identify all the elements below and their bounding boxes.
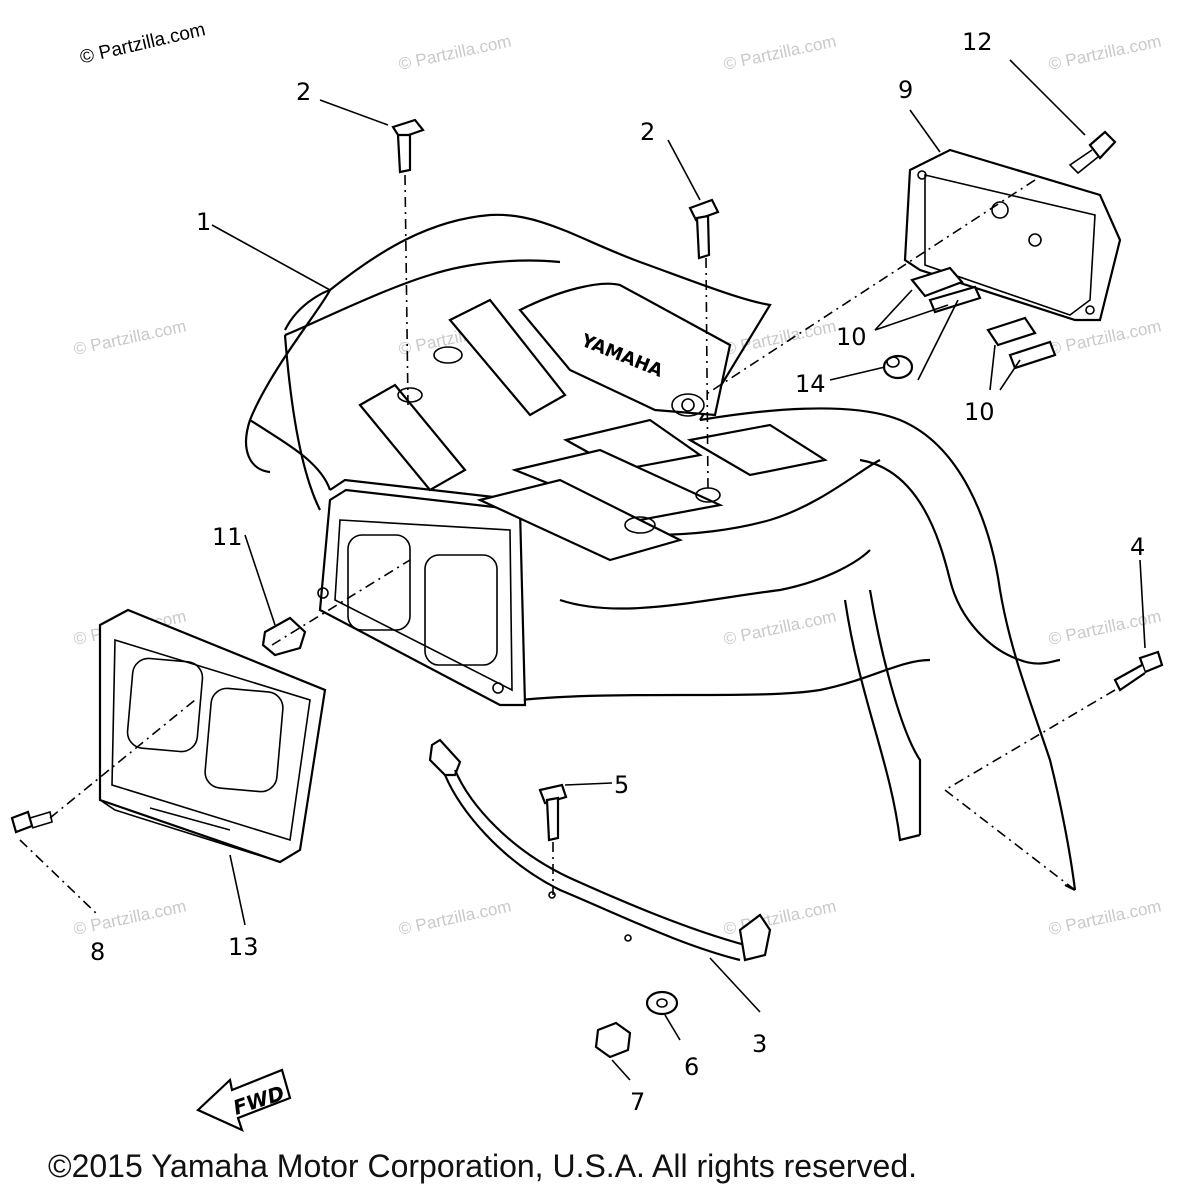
callout-11: 11 [212, 523, 243, 551]
collar-11 [261, 616, 307, 657]
callout-5: 5 [614, 771, 629, 799]
screw-8 [10, 810, 53, 834]
callout-13: 13 [228, 933, 259, 961]
fwd-arrow: FWD [196, 1068, 292, 1133]
watermark-faint: © Partzilla.com [1047, 317, 1163, 359]
pads [910, 266, 1057, 370]
watermark-faint: © Partzilla.com [1047, 897, 1163, 939]
callout-9: 9 [898, 76, 913, 104]
callout-2-right: 2 [640, 118, 655, 146]
grommet [882, 354, 914, 380]
watermark-faint: © Partzilla.com [722, 32, 838, 74]
bolt-5 [538, 783, 568, 842]
callout-6: 6 [684, 1053, 699, 1081]
callout-numbers: 2 2 1 9 12 10 10 14 4 11 5 8 13 3 6 7 [90, 28, 1145, 1116]
watermark-faint: © Partzilla.com [397, 32, 513, 74]
watermark-faint: © Partzilla.com [72, 317, 188, 359]
watermark-faint: © Partzilla.com [722, 607, 838, 649]
headlight-bezel [98, 608, 327, 864]
stay-bracket [428, 738, 772, 962]
front-fender: YAMAHA [245, 213, 1077, 891]
screw-4 [1113, 650, 1164, 692]
callout-14: 14 [795, 370, 826, 398]
callout-2-left: 2 [296, 78, 311, 106]
callout-12: 12 [962, 28, 993, 56]
callout-4: 4 [1130, 533, 1145, 561]
watermark-faint: © Partzilla.com [722, 317, 838, 359]
leader-lines [19, 59, 1146, 1081]
callout-3: 3 [752, 1030, 767, 1058]
callout-10-b: 10 [964, 398, 995, 426]
callout-10-a: 10 [836, 323, 867, 351]
nut-7 [594, 1021, 632, 1059]
callout-7: 7 [630, 1088, 645, 1116]
watermark-faint: © Partzilla.com [1047, 32, 1163, 74]
bolt-2-left [391, 118, 425, 174]
callout-1: 1 [196, 208, 211, 236]
callout-8: 8 [90, 938, 105, 966]
watermark-faint: © Partzilla.com [397, 897, 513, 939]
screw-12 [1068, 130, 1117, 175]
copyright-notice: ©2015 Yamaha Motor Corporation, U.S.A. A… [48, 1148, 918, 1184]
watermark-faint: © Partzilla.com [722, 897, 838, 939]
washer-6 [645, 990, 679, 1016]
bolt-2-right [688, 198, 720, 260]
lens-cover [903, 148, 1122, 322]
watermark-faint: © Partzilla.com [72, 897, 188, 939]
